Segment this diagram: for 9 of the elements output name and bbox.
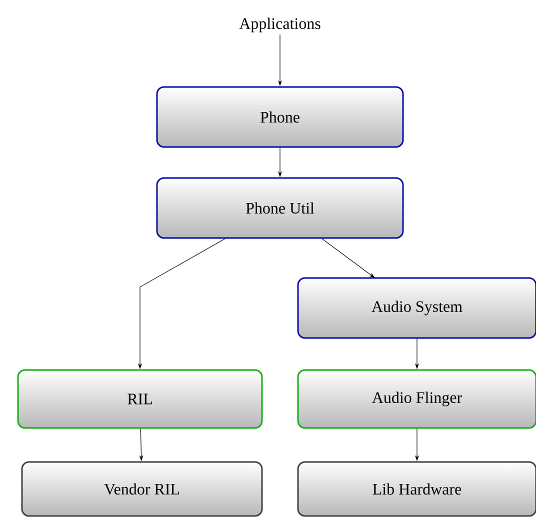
process-box: Audio Flinger	[297, 369, 536, 429]
process-box: RIL	[17, 369, 263, 429]
node-label: Applications	[239, 18, 320, 32]
arrow	[322, 238, 375, 278]
process-box: Lib Hardware	[297, 461, 536, 517]
process-box: Audio System	[297, 277, 536, 339]
process-box: Vendor RIL	[21, 461, 263, 517]
process-box: Phone	[156, 86, 404, 148]
process-box: Phone Util	[156, 177, 404, 239]
